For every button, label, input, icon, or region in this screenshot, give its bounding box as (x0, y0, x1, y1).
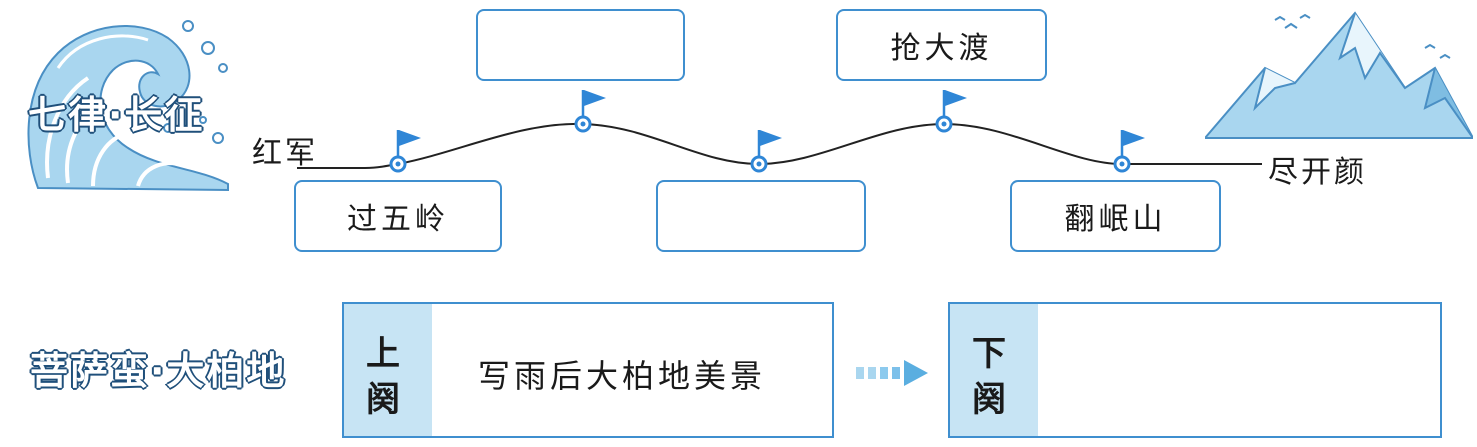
flag-icon (574, 90, 606, 133)
flag-icon (389, 130, 421, 173)
mountain-icon (1205, 11, 1473, 139)
arrow-right-icon (856, 360, 928, 386)
waypoint-box-3[interactable] (656, 180, 866, 252)
waypoints (389, 90, 1145, 173)
upper-stanza-panel: 上 阕 写雨后大柏地美景 (342, 302, 834, 438)
upper-stanza-tab: 上 阕 (344, 304, 432, 436)
flag-icon (1113, 130, 1145, 173)
route-end-label: 尽开颜 (1268, 155, 1367, 190)
waypoint-box-5: 翻岷山 (1010, 180, 1221, 252)
lower-stanza-tab: 下 阕 (950, 304, 1038, 436)
lower-stanza-panel: 下 阕 (948, 302, 1442, 438)
upper-tab-char-2: 阕 (366, 380, 400, 420)
flag-icon (935, 90, 967, 133)
lower-tab-char-2: 阕 (972, 380, 1006, 420)
waypoint-box-2[interactable] (476, 9, 685, 81)
wave-icon (27, 20, 229, 192)
poem2-title: 菩萨蛮·大柏地 (29, 348, 287, 394)
route-line (297, 90, 1262, 173)
lower-tab-char-1: 下 (972, 334, 1006, 374)
waypoint-box-4: 抢大渡 (836, 9, 1047, 81)
flag-icon (750, 130, 782, 173)
route-start-label: 红军 (252, 136, 318, 171)
waypoint-box-1: 过五岭 (294, 180, 502, 252)
poem1-title: 七律·长征 (27, 92, 205, 138)
upper-tab-char-1: 上 (366, 334, 400, 374)
upper-stanza-text: 写雨后大柏地美景 (478, 357, 767, 395)
